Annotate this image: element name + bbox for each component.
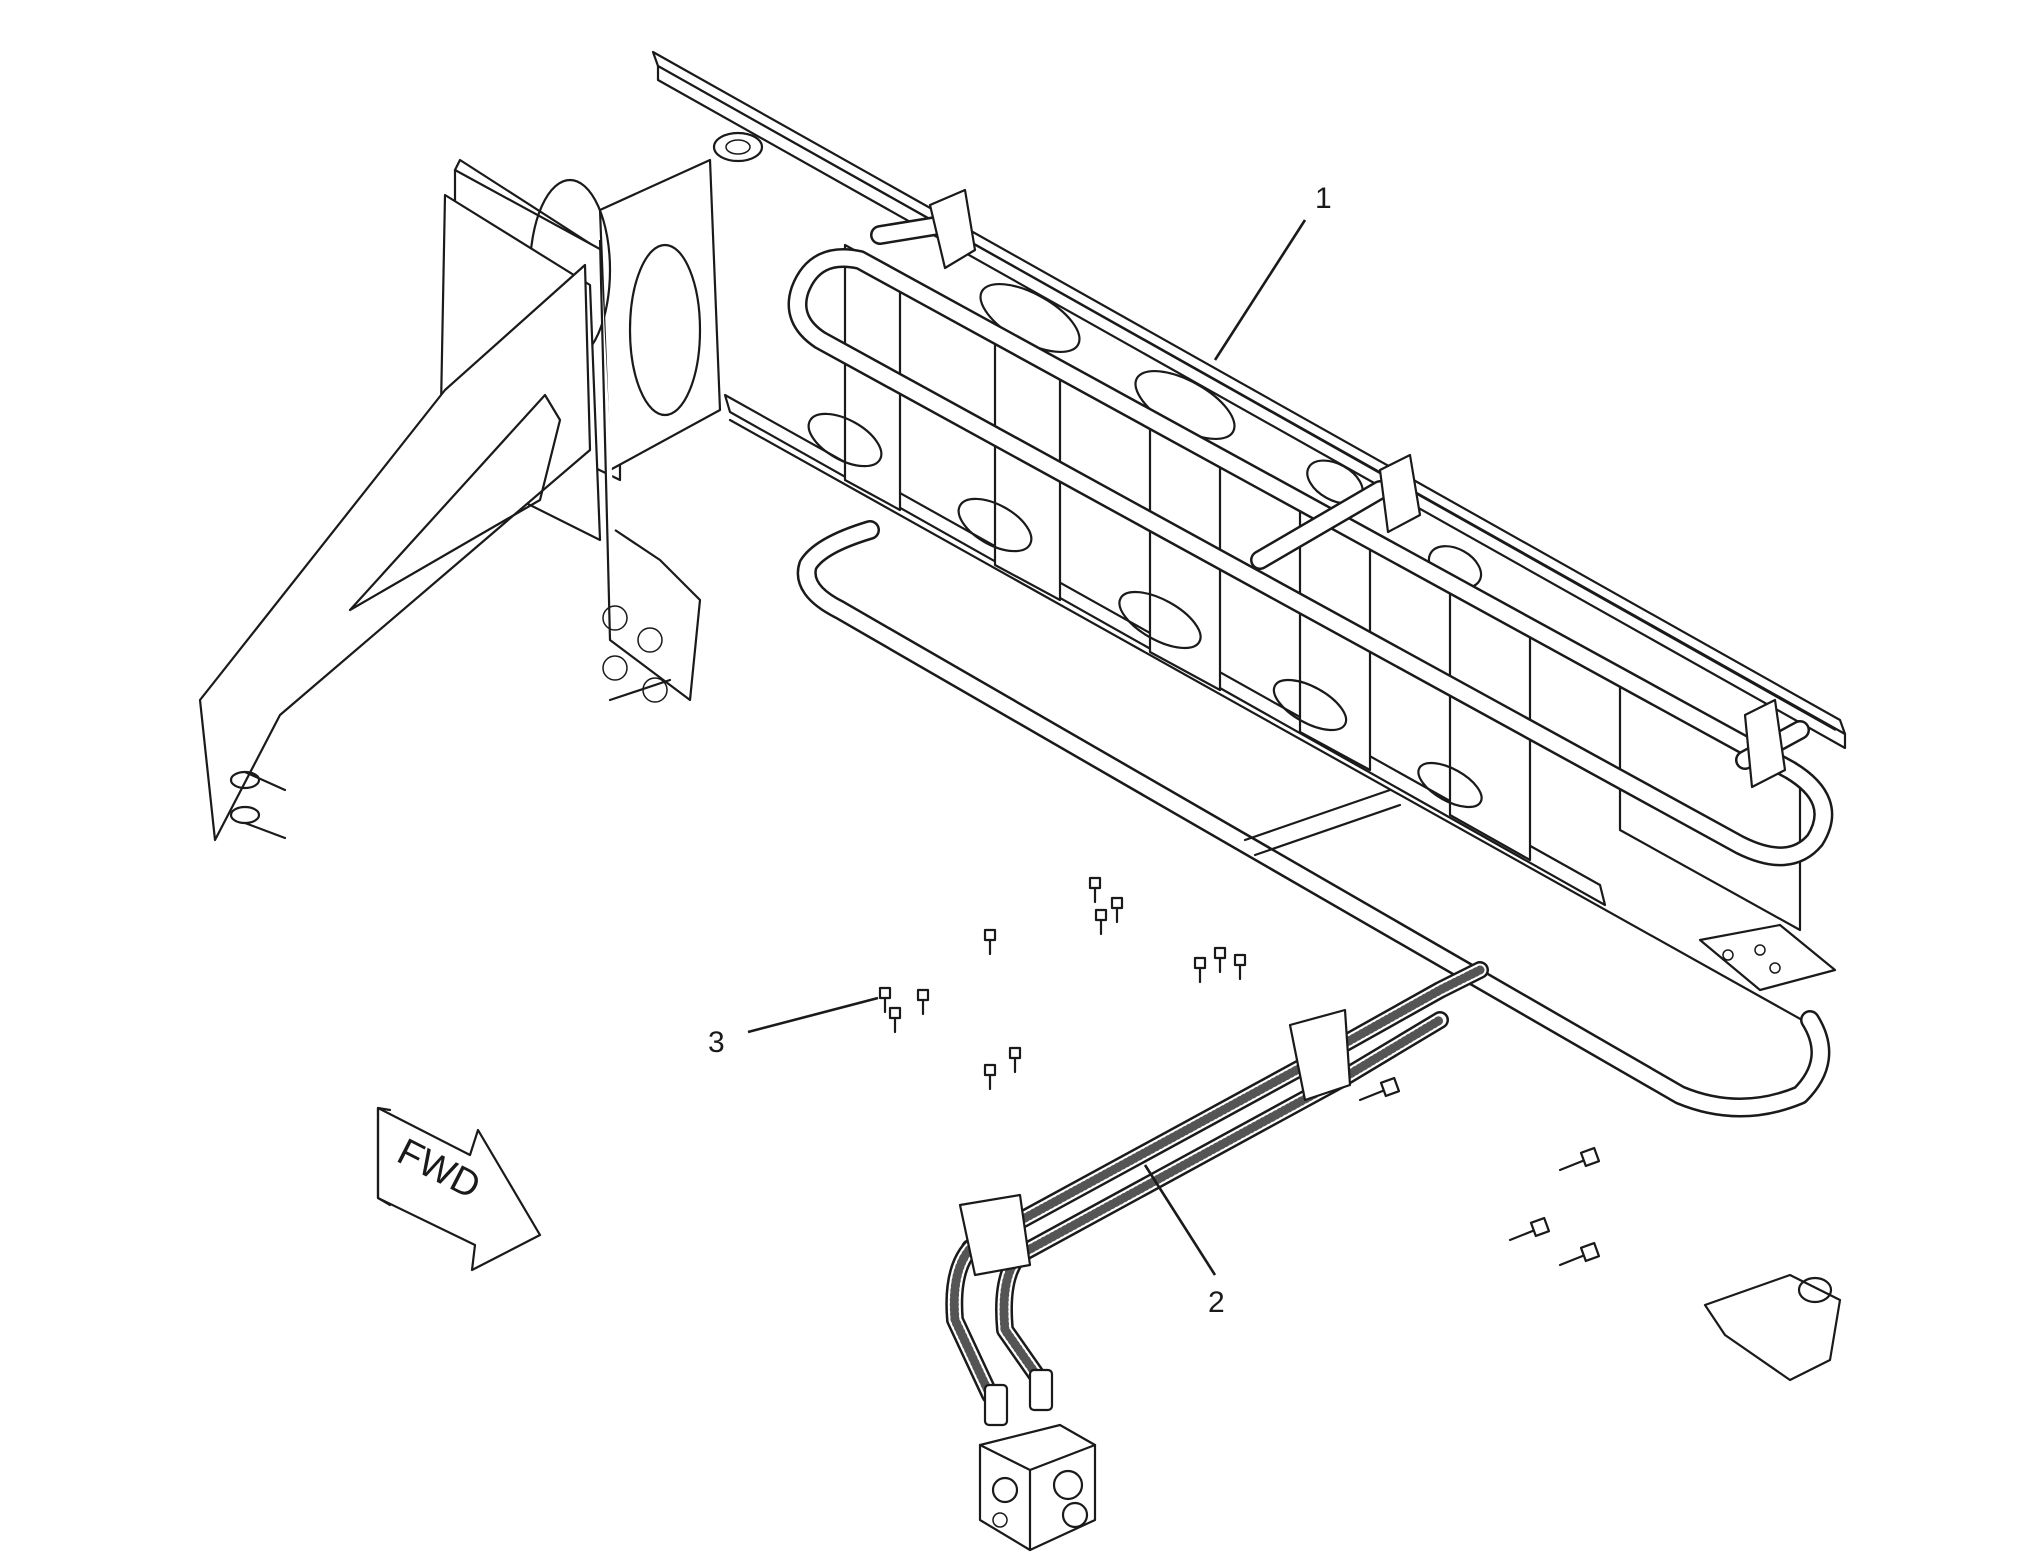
web-plates <box>843 243 1802 932</box>
bolt-icon <box>916 988 930 1016</box>
fwd-arrow-icon: FWD <box>376 1106 542 1272</box>
bolt-icon <box>1233 953 1247 981</box>
mount-bracket-small <box>1703 1273 1842 1382</box>
bolt-icon <box>1008 1046 1022 1074</box>
hardware-bolts <box>878 876 1601 1267</box>
bolt-icon <box>1358 1076 1401 1102</box>
left-mount-bracket <box>198 158 722 842</box>
callout-label: 3 <box>708 1026 725 1059</box>
bolt-icon <box>983 928 997 956</box>
bolt-icon <box>1558 1146 1601 1172</box>
bolt-icon <box>888 1006 902 1034</box>
lower-handrail <box>796 520 1831 1118</box>
callout-1: 1 <box>1213 182 1332 361</box>
bolt-icon <box>1558 1241 1601 1267</box>
callout-3: 3 <box>708 996 879 1059</box>
hose-assembly <box>945 961 1489 1552</box>
callout-label: 1 <box>1315 182 1332 215</box>
bolt-icon <box>1088 876 1102 904</box>
bolt-icon <box>1094 908 1108 936</box>
callout-2: 2 <box>1143 1164 1225 1319</box>
rail-brackets <box>928 188 1787 789</box>
lifting-eye <box>712 131 764 163</box>
bolt-icon <box>1193 956 1207 984</box>
bolt-icon <box>878 986 892 1014</box>
frame-assembly <box>651 50 1847 1118</box>
bolt-icon <box>1213 946 1227 974</box>
end-plate <box>1698 923 1837 992</box>
bolt-icon <box>1508 1216 1551 1242</box>
bolt-icon <box>983 1063 997 1091</box>
bolt-icon <box>1110 896 1124 924</box>
callout-label: 2 <box>1208 1286 1225 1319</box>
